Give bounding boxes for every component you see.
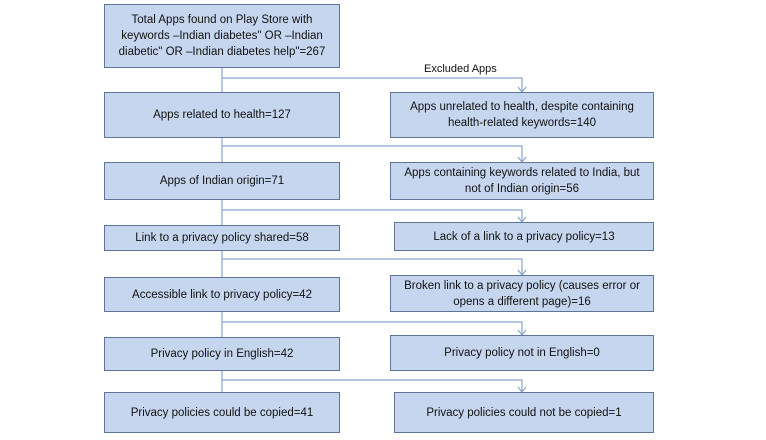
box-not-copied: Privacy policies could not be copied=1 bbox=[394, 392, 654, 433]
box-broken-link-text: Broken link to a privacy policy (causes … bbox=[404, 279, 640, 308]
box-not-indian-origin: Apps containing keywords related to Indi… bbox=[390, 162, 654, 200]
box-unrelated-health-text: Apps unrelated to health, despite contai… bbox=[410, 101, 634, 129]
box-total-apps-text: Total Apps found on Play Store with keyw… bbox=[118, 14, 326, 58]
box-policy-english: Privacy policy in English=42 bbox=[104, 337, 340, 371]
box-accessible-link: Accessible link to privacy policy=42 bbox=[104, 277, 340, 312]
box-accessible-link-text: Accessible link to privacy policy=42 bbox=[132, 288, 312, 301]
box-broken-link: Broken link to a privacy policy (causes … bbox=[390, 275, 654, 312]
box-lack-link: Lack of a link to a privacy policy=13 bbox=[394, 222, 654, 251]
box-not-copied-text: Privacy policies could not be copied=1 bbox=[426, 406, 622, 419]
box-not-english-text: Privacy policy not in English=0 bbox=[444, 347, 600, 359]
branch-arrow bbox=[222, 258, 523, 275]
box-not-english: Privacy policy not in English=0 bbox=[390, 335, 654, 371]
branch-arrow bbox=[222, 379, 523, 392]
box-not-indian-origin-text: Apps containing keywords related to Indi… bbox=[404, 167, 640, 195]
box-privacy-link-shared-text: Link to a privacy policy shared=58 bbox=[135, 232, 309, 244]
branch-arrow bbox=[222, 145, 523, 162]
box-privacy-link-shared: Link to a privacy policy shared=58 bbox=[104, 225, 340, 251]
box-lack-link-text: Lack of a link to a privacy policy=13 bbox=[433, 230, 615, 243]
box-unrelated-health: Apps unrelated to health, despite contai… bbox=[390, 92, 654, 138]
excluded-apps-label: Excluded Apps bbox=[424, 63, 497, 75]
box-apps-related-health: Apps related to health=127 bbox=[104, 92, 340, 138]
branch-arrow bbox=[222, 209, 523, 222]
box-policy-copied: Privacy policies could be copied=41 bbox=[104, 392, 340, 433]
box-policy-copied-text: Privacy policies could be copied=41 bbox=[130, 406, 314, 419]
box-apps-related-health-text: Apps related to health=127 bbox=[153, 109, 291, 121]
branch-arrow bbox=[222, 77, 523, 92]
box-indian-origin-text: Apps of Indian origin=71 bbox=[159, 175, 285, 187]
box-total-apps: Total Apps found on Play Store with keyw… bbox=[104, 4, 340, 68]
branch-arrow bbox=[222, 321, 523, 335]
box-indian-origin: Apps of Indian origin=71 bbox=[104, 162, 340, 200]
box-policy-english-text: Privacy policy in English=42 bbox=[150, 348, 294, 360]
